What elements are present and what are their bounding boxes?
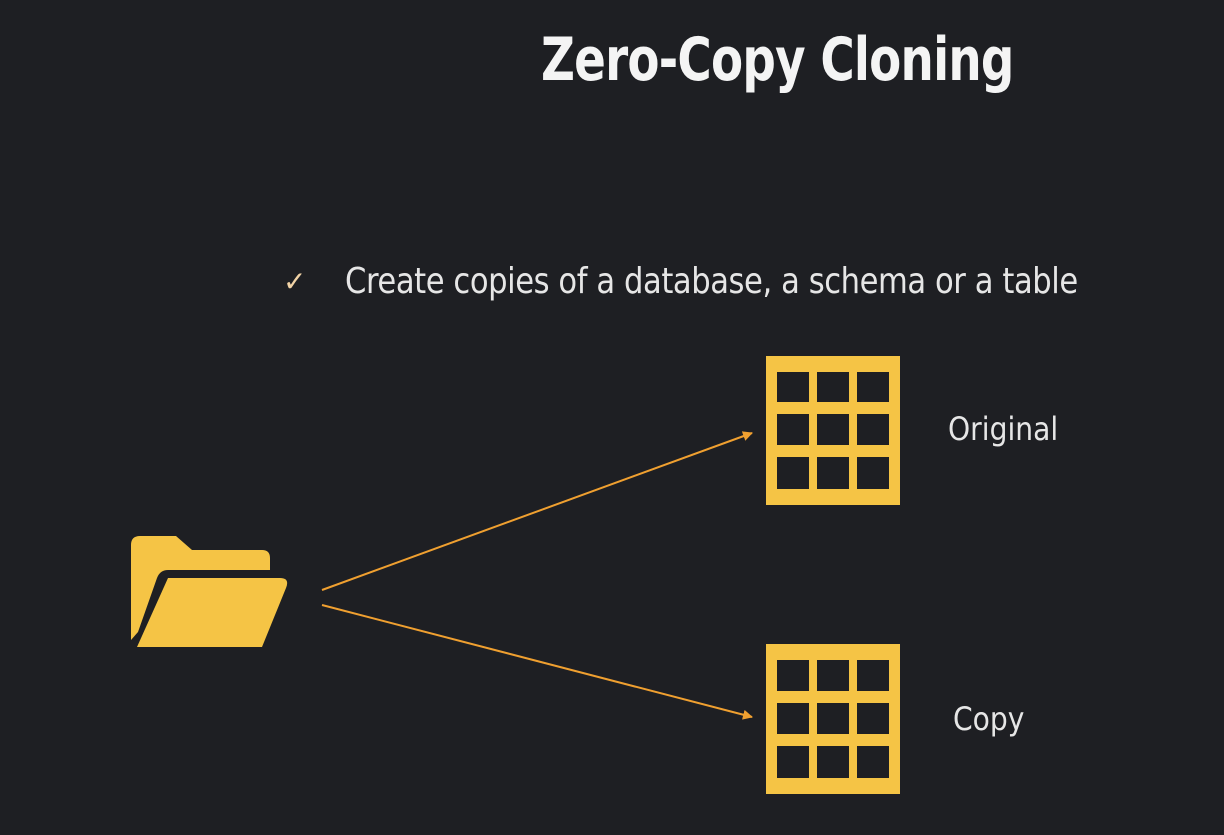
arrow-to-copy [321,604,753,720]
copy-label: Copy [953,700,1025,738]
table-grid-icon [766,356,900,505]
arrow-to-original [321,431,753,591]
slide-title: Zero-Copy Cloning [541,25,1014,95]
folder-icon [131,536,288,647]
bullet-item: ✓ Create copies of a database, a schema … [283,256,1207,306]
bullet-text: Create copies of a database, a schema or… [345,260,1078,302]
checkmark-icon: ✓ [283,264,307,298]
original-label: Original [948,410,1059,448]
table-grid-icon [766,644,900,794]
